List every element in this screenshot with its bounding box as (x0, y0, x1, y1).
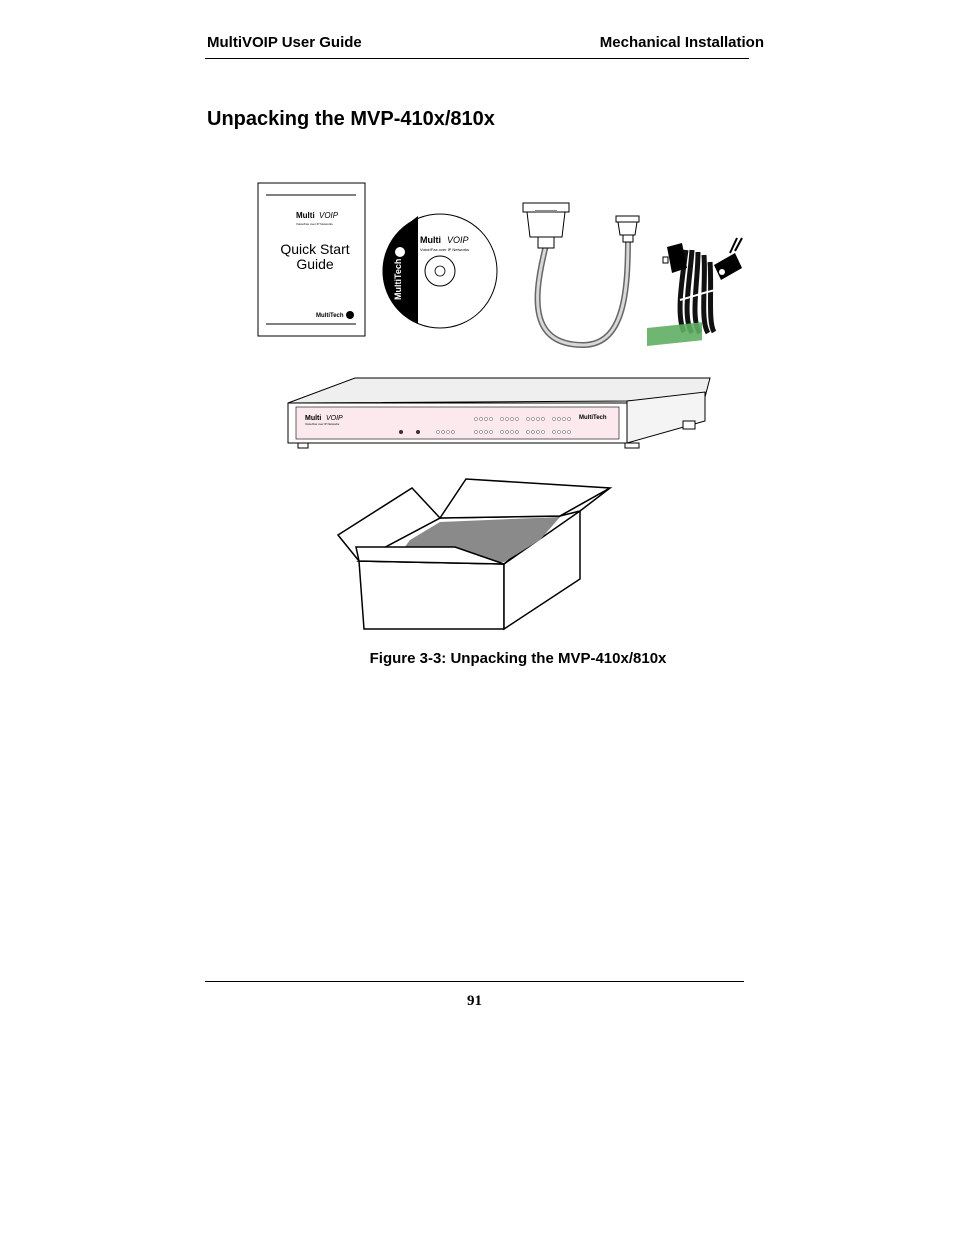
software-cd: Multi VOIP Voice/Fax over IP Networks Mu… (382, 213, 498, 329)
guide-logo-multi: Multi (296, 211, 315, 220)
serial-cable (522, 202, 640, 349)
header-rule (205, 58, 749, 59)
guide-footer-logo: MultiTech (316, 313, 344, 319)
guide-logo-voip: VOIP (319, 211, 339, 220)
unpacking-figure: Multi VOIP Voice/Fax over IP Networks Qu… (257, 182, 743, 631)
multivoip-unit: Multi VOIP Voice/Fax over IP Networks Mu… (287, 322, 711, 449)
cd-logo-tagline: Voice/Fax over IP Networks (420, 247, 469, 252)
section-heading: Unpacking the MVP-410x/810x (207, 108, 495, 130)
footer-rule (205, 981, 744, 982)
cd-logo-multi: Multi (420, 235, 441, 245)
power-cord (662, 237, 743, 335)
guide-logo-tagline: Voice/Fax over IP Networks (296, 222, 333, 226)
unit-logo-tagline: Voice/Fax over IP Networks (305, 422, 340, 426)
cd-logo-voip: VOIP (447, 235, 469, 245)
page-number: 91 (467, 993, 482, 1009)
cd-spine-logo: MultiTech (393, 259, 403, 300)
guide-label-line2: Guide (296, 256, 334, 272)
shipping-box (336, 478, 613, 631)
unit-logo-multitech: MultiTech (579, 415, 607, 421)
quick-start-guide-booklet: Multi VOIP Voice/Fax over IP Networks Qu… (257, 182, 366, 337)
running-header-section: Mechanical Installation (599, 34, 764, 51)
unit-logo-voip: VOIP (326, 415, 343, 422)
guide-label-line1: Quick Start (280, 241, 349, 257)
figure-caption: Figure 3-3: Unpacking the MVP-410x/810x (369, 650, 667, 667)
running-header-title: MultiVOIP User Guide (207, 34, 362, 51)
unit-logo-multi: Multi (305, 415, 321, 422)
